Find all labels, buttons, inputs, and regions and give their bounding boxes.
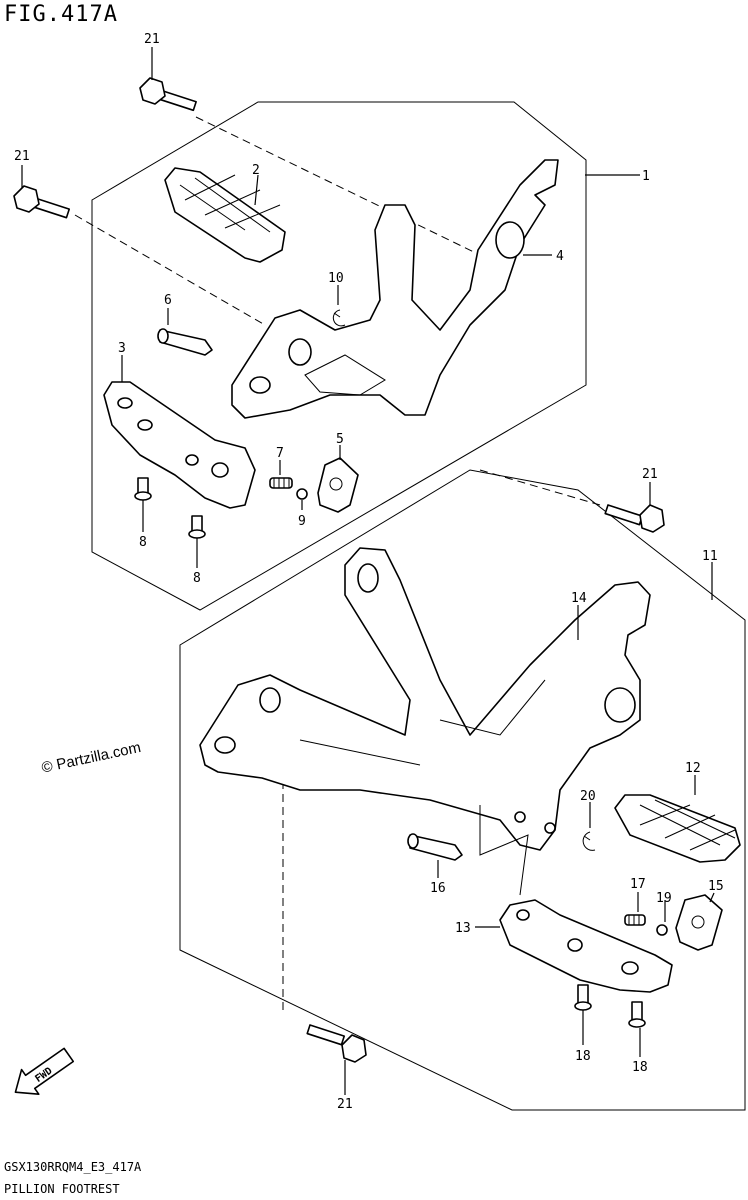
- figure-name: PILLION FOOTREST: [4, 1182, 120, 1196]
- e-ring-lower: [582, 831, 596, 851]
- pin-lower: [407, 833, 463, 861]
- figure-code: GSX130RRQM4_E3_417A: [4, 1160, 142, 1174]
- e-ring-upper: [332, 309, 346, 327]
- pin-upper: [157, 328, 213, 356]
- callout-15: 15: [708, 879, 724, 894]
- callout-4: 4: [556, 249, 564, 264]
- ball-19: [656, 924, 668, 936]
- bolt-18-b: [628, 1001, 646, 1028]
- bolt-21-lower-b: [306, 1024, 367, 1063]
- fwd-arrow-icon: FWD: [14, 1047, 75, 1095]
- callout-9: 9: [298, 514, 306, 529]
- upper-assembly-boundary: [91, 101, 587, 611]
- callout-18a: 18: [575, 1049, 591, 1064]
- callout-21c: 21: [642, 467, 658, 482]
- plate-15: [675, 894, 723, 951]
- callout-leaders: [21, 47, 715, 1095]
- bolt-21-upper-a: [139, 77, 197, 112]
- bolt-21-upper-b: [13, 185, 71, 219]
- lower-assembly-boundary: [179, 469, 746, 1111]
- callout-10: 10: [328, 271, 344, 286]
- figure-title: FIG.417A: [4, 2, 118, 27]
- ball-9: [296, 488, 308, 500]
- callout-21a: 21: [144, 32, 160, 47]
- footpeg-rubber-lower: [614, 794, 741, 863]
- callout-3: 3: [118, 341, 126, 356]
- spring-7: [269, 477, 293, 489]
- pillion-bracket-right: [199, 547, 651, 851]
- callout-12: 12: [685, 761, 701, 776]
- footrest-lower: [499, 899, 673, 993]
- callout-20: 20: [580, 789, 596, 804]
- callout-17: 17: [630, 877, 646, 892]
- callout-18b: 18: [632, 1060, 648, 1075]
- bolt-8-a: [134, 477, 152, 501]
- callout-1: 1: [642, 169, 650, 184]
- plate-5: [317, 457, 359, 513]
- callout-7: 7: [276, 446, 284, 461]
- callout-6: 6: [164, 293, 172, 308]
- callout-21b: 21: [14, 149, 30, 164]
- callout-13: 13: [455, 921, 471, 936]
- callout-8b: 8: [193, 571, 201, 586]
- bolt-8-b: [188, 515, 206, 539]
- footrest-upper: [103, 381, 256, 509]
- callout-19: 19: [656, 891, 672, 906]
- callout-2: 2: [252, 163, 260, 178]
- callout-5: 5: [336, 432, 344, 447]
- pillion-bracket-left: [231, 159, 559, 419]
- callout-21d: 21: [337, 1097, 353, 1112]
- callout-14: 14: [571, 591, 587, 606]
- callout-8a: 8: [139, 535, 147, 550]
- callout-11: 11: [702, 549, 718, 564]
- footpeg-rubber-upper: [164, 167, 286, 263]
- callout-16: 16: [430, 881, 446, 896]
- spring-17: [624, 914, 646, 926]
- bolt-18-a: [574, 984, 592, 1011]
